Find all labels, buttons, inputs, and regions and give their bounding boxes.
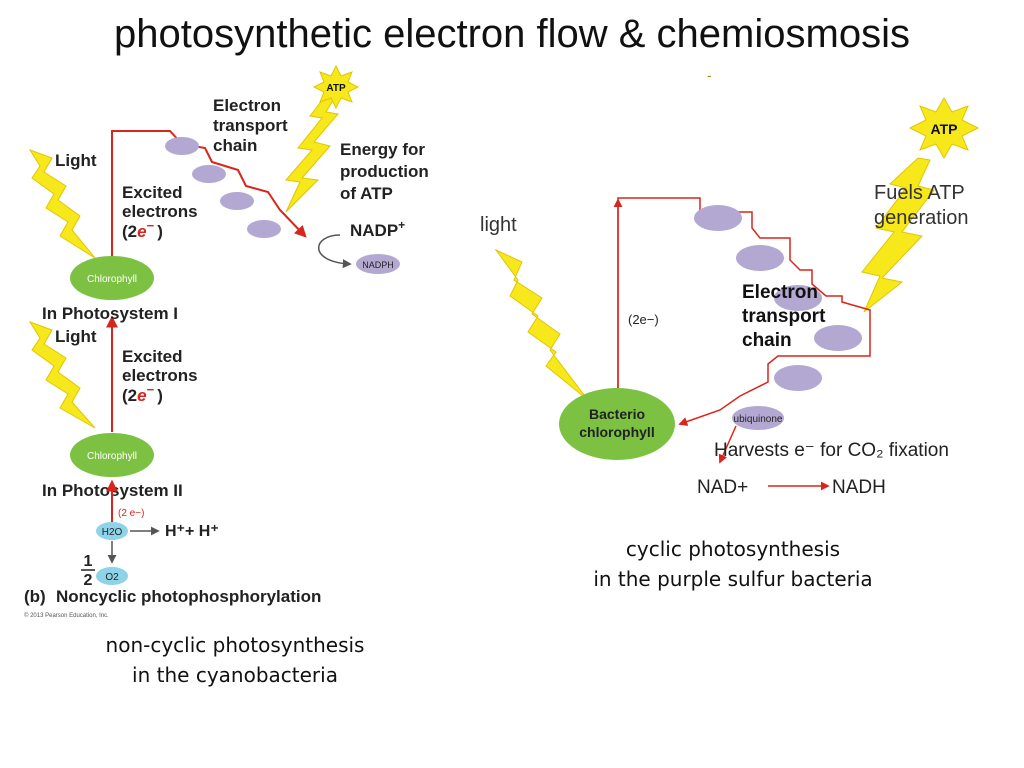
light-label-1: Light	[55, 151, 97, 170]
carrier-right-4	[814, 325, 862, 351]
harvest-arrow	[718, 425, 737, 464]
two-e-water-label: (2 e−)	[118, 508, 144, 519]
etc-label-left-2: transport	[213, 116, 288, 135]
chlorophyll-label-2: Chlorophyll	[87, 451, 137, 462]
page-title: photosynthetic electron flow & chemiosmo…	[114, 12, 910, 56]
right-caption-line-1: cyclic photosynthesis	[625, 537, 841, 561]
photosystem-1-label: In Photosystem I	[42, 304, 178, 323]
stray-marker: -	[707, 67, 712, 83]
excited-label-2c: (2e−)	[122, 382, 163, 405]
nadh-label: NADH	[832, 477, 886, 498]
excited-label-1a: Excited	[122, 183, 182, 202]
etc-label-left-1: Electron	[213, 96, 281, 115]
carrier-right-5	[774, 365, 822, 391]
o2-ellipse	[96, 567, 128, 585]
excited-label-1b: electrons	[122, 202, 198, 221]
right-caption: cyclic photosynthesis in the purple sulf…	[560, 534, 906, 594]
b-label: (b)	[24, 587, 46, 606]
fuels-label-2: generation	[874, 207, 969, 229]
fuels-label-1: Fuels ATP	[874, 182, 965, 204]
two-e-right-label: (2e−)	[628, 312, 659, 327]
atp-energy-bolt	[285, 89, 339, 213]
o2-label: O2	[105, 572, 119, 583]
half-numerator: 1	[84, 553, 93, 570]
chlorophyll-ps2	[70, 433, 154, 477]
light-label-2: Light	[55, 327, 97, 346]
noncyclic-label: Noncyclic photophosphorylation	[56, 587, 321, 606]
fuels-atp-bolt	[861, 157, 935, 313]
chlorophyll-label-1: Chlorophyll	[87, 274, 137, 285]
carrier-left-2	[192, 165, 226, 183]
ubiquinone-label: ubiquinone	[734, 414, 783, 425]
ubiquinone-ellipse	[732, 406, 784, 430]
energy-label-2: production	[340, 162, 429, 181]
right-caption-line-2: in the purple sulfur bacteria	[593, 567, 873, 591]
light-bolt-right	[494, 248, 589, 401]
nad-plus-label: NAD+	[697, 477, 748, 498]
nadp-to-nadph-arrow	[318, 234, 352, 269]
h-plus-label: H⁺+ H⁺	[165, 523, 219, 540]
carrier-right-3	[774, 285, 822, 311]
etc-label-left-3: chain	[213, 136, 257, 155]
atp-label-left: ATP	[326, 83, 346, 94]
h2o-ellipse	[96, 522, 128, 540]
energy-label-3: of ATP	[340, 184, 393, 203]
left-caption: non-cyclic photosynthesis in the cyanoba…	[40, 630, 430, 690]
copyright-label: © 2013 Pearson Education, Inc.	[24, 612, 109, 619]
bacterio-label-2: chlorophyll	[579, 424, 654, 440]
cyclic-diagram: light ATP Fuels ATP generation ubiquinon…	[480, 96, 980, 498]
half-denominator: 2	[84, 572, 93, 589]
bacterio-label-1: Bacterio	[589, 406, 645, 422]
light-bolt-2	[28, 321, 96, 429]
carrier-left-3	[220, 192, 254, 210]
left-caption-line-1: non-cyclic photosynthesis	[105, 633, 365, 657]
atp-starburst-right	[908, 96, 980, 160]
nadph-ellipse	[356, 254, 400, 274]
light-label-right: light	[480, 214, 517, 236]
carrier-left-4	[247, 220, 281, 238]
etc-label-right-2: transport	[742, 306, 826, 327]
atp-label-right: ATP	[931, 121, 958, 137]
nadp-plus-label: NADP+	[350, 218, 405, 240]
carrier-left-1	[165, 137, 199, 155]
energy-label-1: Energy for	[340, 140, 425, 159]
noncyclic-diagram: ATP Electron transport chain Energy for …	[24, 64, 429, 619]
bacteriochlorophyll	[559, 388, 675, 460]
chlorophyll-ps1	[70, 256, 154, 300]
carrier-right-1	[694, 205, 742, 231]
left-caption-line-2: in the cyanobacteria	[132, 663, 338, 687]
excited-label-1c: (2e−)	[122, 218, 163, 241]
etc-electron-path-left	[111, 130, 307, 258]
excited-label-2b: electrons	[122, 366, 198, 385]
h2o-label: H2O	[102, 527, 123, 538]
nadph-label: NADPH	[362, 260, 394, 270]
carrier-right-2	[736, 245, 784, 271]
etc-label-right-3: chain	[742, 330, 792, 351]
harvests-label: Harvests e⁻ for CO₂ fixation	[714, 440, 949, 461]
excited-label-2a: Excited	[122, 347, 182, 366]
atp-starburst-left	[312, 64, 360, 110]
etc-label-right-1: Electron	[742, 282, 818, 303]
